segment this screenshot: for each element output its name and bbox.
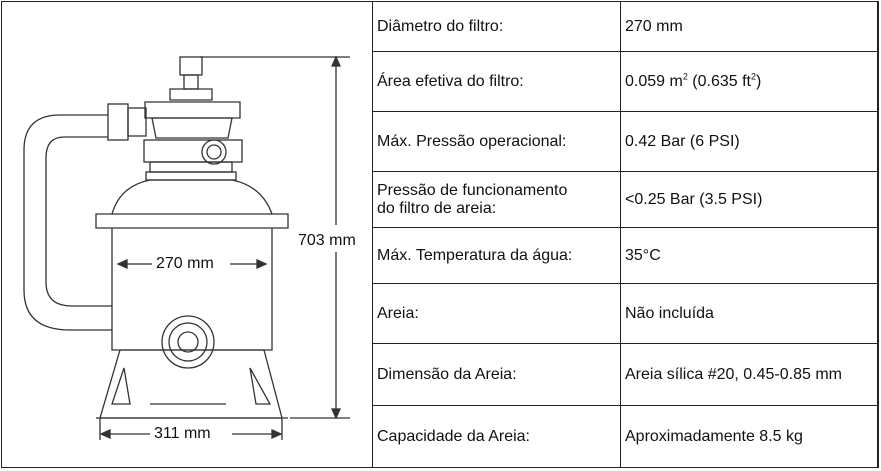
spec-label: Área efetiva do filtro: [372, 51, 621, 112]
base-dimension-label: 311 mm [152, 425, 213, 443]
spec-label: Areia: [372, 283, 621, 344]
spec-label: Capacidade da Areia: [372, 405, 621, 468]
filter-illustration: 703 mm 270 mm 311 mm [0, 0, 372, 468]
table-row: Máx. Pressão operacional: 0.42 Bar (6 PS… [372, 111, 879, 172]
sand-filter-drawing [23, 55, 350, 440]
specifications-table: Diâmetro do filtro: 270 mm Área efetiva … [372, 1, 879, 468]
spec-label: Diâmetro do filtro: [372, 1, 621, 52]
table-row: Área efetiva do filtro: 0.059 m2 (0.635 … [372, 51, 879, 112]
spec-value: Areia sílica #20, 0.45-0.85 mm [620, 343, 879, 406]
diameter-dimension-label: 270 mm [154, 255, 216, 273]
spec-value: 0.059 m2 (0.635 ft2) [620, 51, 879, 112]
table-row: Máx. Temperatura da água: 35°C [372, 227, 879, 284]
height-dimension-label: 703 mm [296, 232, 358, 250]
spec-value: 270 mm [620, 1, 879, 52]
spec-value: <0.25 Bar (3.5 PSI) [620, 171, 879, 228]
table-row: Capacidade da Areia: Aproximadamente 8.5… [372, 405, 879, 468]
spec-value: 35°C [620, 227, 879, 284]
table-row: Diâmetro do filtro: 270 mm [372, 1, 879, 52]
spec-value: Aproximadamente 8.5 kg [620, 405, 879, 468]
spec-value: Não incluída [620, 283, 879, 344]
table-row: Areia: Não incluída [372, 283, 879, 344]
spec-label: Máx. Temperatura da água: [372, 227, 621, 284]
table-row: Dimensão da Areia: Areia sílica #20, 0.4… [372, 343, 879, 406]
spec-label: Máx. Pressão operacional: [372, 111, 621, 172]
spec-value: 0.42 Bar (6 PSI) [620, 111, 879, 172]
spec-label: Dimensão da Areia: [372, 343, 621, 406]
